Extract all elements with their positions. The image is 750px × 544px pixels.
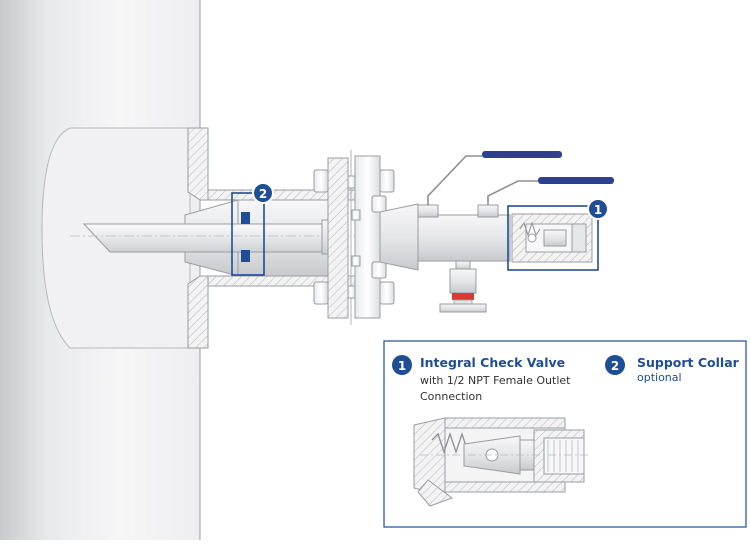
drain-red-band [452, 293, 474, 300]
legend-number-2: 2 [611, 359, 619, 373]
valve-handle-1 [427, 151, 562, 205]
collar-seal-top [241, 212, 250, 224]
collar-seal-bottom [241, 250, 250, 262]
callout-badge-icon: 2 [252, 182, 274, 204]
check-valve-detail-icon [413, 417, 590, 507]
flange-right [354, 155, 381, 319]
legend-badge-2-icon [605, 355, 625, 375]
callout-box-2 [231, 192, 265, 276]
legend-number-1: 1 [398, 359, 406, 373]
flange-left [327, 157, 349, 319]
valve-body [417, 214, 511, 262]
check-valve-section [511, 213, 593, 263]
flange-bolts [313, 169, 395, 305]
transition-cone [379, 203, 419, 271]
legend-title-2: Support Collar [637, 355, 740, 370]
callout-number-1: 1 [594, 203, 602, 217]
callout-number-2: 2 [259, 187, 267, 201]
drain-valve [439, 260, 487, 313]
probe-rod [82, 223, 341, 253]
legend-subtitle-2: optional [637, 371, 682, 384]
callout-badge-icon: 1 [587, 198, 609, 220]
legend-badge-1-icon [392, 355, 412, 375]
legend-title-1: Integral Check Valve [420, 355, 565, 370]
legend-desc-1b: Connection [420, 390, 482, 403]
callout-box-1 [507, 205, 599, 271]
legend-desc-1a: with 1/2 NPT Female Outlet [420, 374, 571, 387]
legend-panel: 1 Integral Check Valve with 1/2 NPT Fema… [383, 340, 747, 528]
valve-handle-2 [487, 177, 614, 205]
nozzle-weld-top [187, 127, 239, 201]
nozzle-weld-bottom [187, 275, 239, 349]
